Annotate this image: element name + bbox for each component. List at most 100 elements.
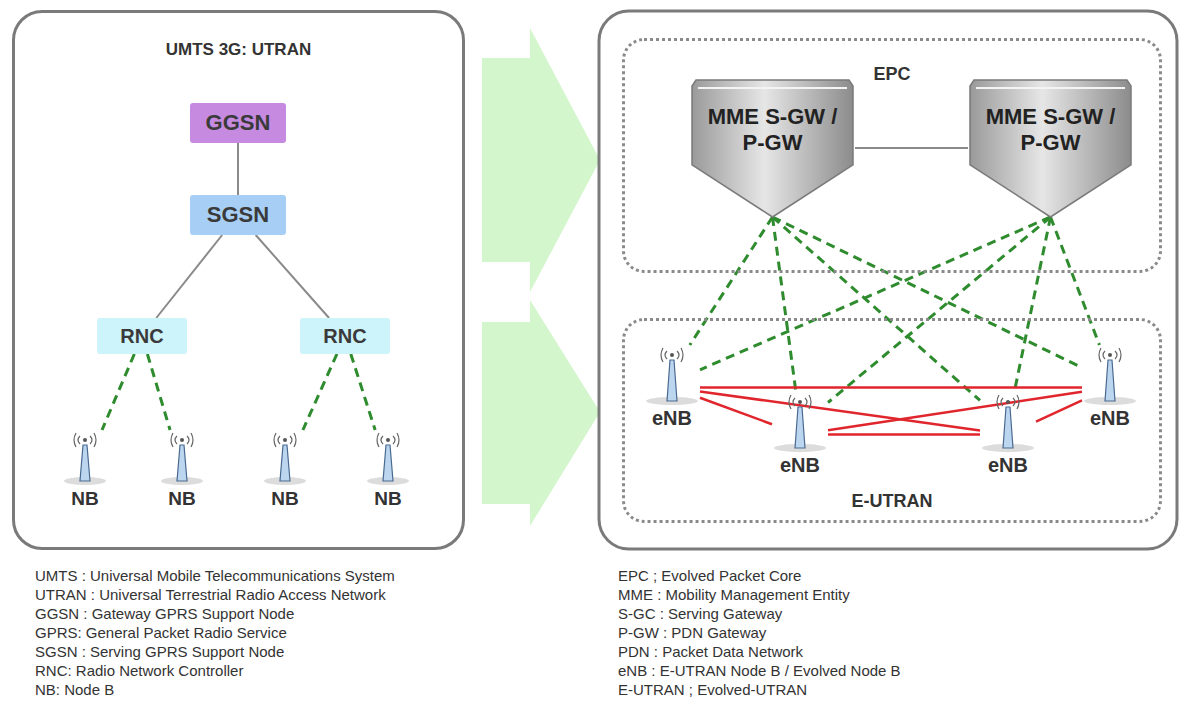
gateway-server: MME S-GW / P-GW xyxy=(690,78,855,218)
radio-wave xyxy=(1115,351,1117,359)
radio-wave xyxy=(278,436,280,444)
radio-wave xyxy=(294,433,296,447)
link-line xyxy=(237,143,239,195)
radio-wave xyxy=(997,395,999,409)
antenna-tip xyxy=(1006,400,1010,404)
glossary-entry: MME : Mobility Management Entity xyxy=(618,585,901,604)
antenna-tip xyxy=(798,400,802,404)
antenna-icon xyxy=(159,430,205,486)
radio-wave xyxy=(274,433,276,447)
server-body xyxy=(970,80,1131,217)
link-line xyxy=(156,235,222,318)
radio-wave xyxy=(175,436,177,444)
dashed-link xyxy=(351,354,375,430)
radio-wave xyxy=(1099,348,1101,362)
antenna-node: NB xyxy=(365,430,411,510)
antenna-mast xyxy=(1105,360,1115,401)
glossary-entry: EPC ; Evolved Packet Core xyxy=(618,566,901,585)
radio-wave xyxy=(290,436,292,444)
radio-wave xyxy=(793,398,795,406)
node-label: eNB xyxy=(988,453,1028,477)
antenna-node: eNB xyxy=(1082,345,1138,430)
radio-wave xyxy=(397,433,399,447)
antenna-mast xyxy=(383,445,393,481)
node-label: eNB xyxy=(780,453,820,477)
link-line xyxy=(828,392,1082,431)
lte-panel xyxy=(599,11,1177,549)
dashed-link xyxy=(1051,217,1100,345)
antenna-tip xyxy=(670,353,674,357)
radio-wave xyxy=(90,436,92,444)
dashed-link xyxy=(1014,217,1050,392)
radio-wave xyxy=(74,433,76,447)
antenna-icon xyxy=(62,430,108,486)
node-label: MME S-GW / P-GW xyxy=(698,104,847,156)
transition-arrow xyxy=(482,28,600,292)
dashed-link xyxy=(700,217,1051,370)
glossary-entry: SGSN : Serving GPRS Support Node xyxy=(35,642,395,661)
antenna-mast xyxy=(1003,407,1013,448)
dashed-link xyxy=(303,354,337,430)
antenna-node: NB xyxy=(262,430,308,510)
node-label: NB xyxy=(168,487,195,510)
glossary-entry: UTRAN : Universal Terrestrial Radio Acce… xyxy=(35,585,395,604)
radio-wave xyxy=(789,395,791,409)
glossary-entry: GPRS: General Packet Radio Service xyxy=(35,623,395,642)
node-label: NB xyxy=(71,487,98,510)
antenna-tip xyxy=(386,438,390,442)
link-line xyxy=(700,386,1082,389)
radio-wave xyxy=(1001,398,1003,406)
antenna-mast xyxy=(795,407,805,448)
radio-wave xyxy=(677,351,679,359)
link-line xyxy=(1036,400,1082,421)
dashed-link xyxy=(102,354,134,430)
transition-arrow xyxy=(482,300,600,526)
link-line xyxy=(700,391,980,430)
antenna-mast xyxy=(667,360,677,401)
antenna-icon xyxy=(644,345,700,406)
dotted-region: EPC MME S-GW / P-GW MME S-GW / P-GW xyxy=(622,38,1162,273)
glossary-column: EPC ; Evolved Packet CoreMME : Mobility … xyxy=(618,566,901,699)
glossary-entry: UMTS : Universal Mobile Telecommunicatio… xyxy=(35,566,395,585)
antenna-node: eNB xyxy=(772,392,828,477)
region-title: E-UTRAN xyxy=(852,490,933,512)
node-label: RNC xyxy=(120,324,163,348)
node-label: NB xyxy=(271,487,298,510)
node-label: SGSN xyxy=(207,202,269,228)
dashed-link xyxy=(147,354,170,430)
antenna-node: NB xyxy=(159,430,205,510)
radio-wave xyxy=(1013,398,1015,406)
antenna-node: NB xyxy=(62,430,108,510)
radio-wave xyxy=(191,433,193,447)
radio-wave xyxy=(377,433,379,447)
node-label: RNC xyxy=(323,324,366,348)
network-box: GGSN xyxy=(190,103,286,143)
radio-wave xyxy=(171,433,173,447)
antenna-icon xyxy=(262,430,308,486)
glossary-entry: RNC: Radio Network Controller xyxy=(35,661,395,680)
glossary-entry: P-GW : PDN Gateway xyxy=(618,623,901,642)
radio-wave xyxy=(78,436,80,444)
antenna-tip xyxy=(1108,353,1112,357)
link-line xyxy=(700,398,772,424)
radio-wave xyxy=(805,398,807,406)
network-panel: UMTS 3G: UTRANGGSNSGSNRNCRNCNBNBNBNB xyxy=(12,10,465,550)
radio-wave xyxy=(393,436,395,444)
link-line xyxy=(855,147,968,149)
radio-wave xyxy=(1017,395,1019,409)
dashed-link xyxy=(773,217,981,400)
region-title: EPC xyxy=(873,63,910,85)
radio-wave xyxy=(1119,348,1121,362)
radio-wave xyxy=(94,433,96,447)
glossary-entry: eNB : E-UTRAN Node B / Evolved Node B xyxy=(618,661,901,680)
network-box: SGSN xyxy=(190,195,286,235)
link-line xyxy=(828,433,980,436)
server-body xyxy=(692,80,853,217)
network-box: RNC xyxy=(300,318,390,354)
antenna-icon xyxy=(365,430,411,486)
gateway-server: MME S-GW / P-GW xyxy=(968,78,1133,218)
radio-wave xyxy=(381,436,383,444)
radio-wave xyxy=(665,351,667,359)
network-box: RNC xyxy=(97,318,187,354)
